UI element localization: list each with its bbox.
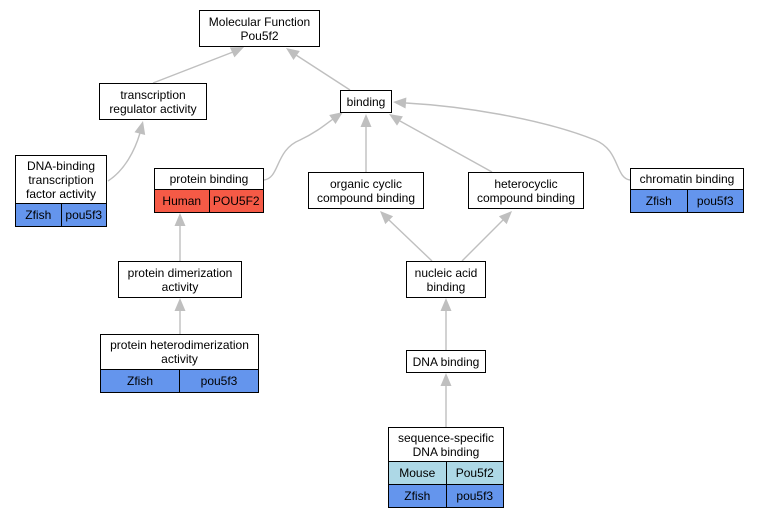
edge-binding-to-mf-arrowhead — [286, 48, 300, 60]
node-dna-binding[interactable]: DNA binding — [406, 350, 486, 373]
node-label: protein dimerization activity — [119, 262, 241, 297]
label-line: activity — [161, 352, 198, 366]
label-line: activity — [161, 279, 199, 294]
edge-cb-to-binding — [405, 102, 631, 181]
edge-ssdb-to-dnab-arrowhead — [440, 373, 452, 386]
label-line: Pou5f2 — [240, 28, 279, 43]
label-line: DNA-binding — [26, 158, 96, 173]
node-label: Molecular Function Pou5f2 — [200, 11, 319, 46]
node-label: DNA-binding transcription factor activit… — [16, 156, 106, 203]
node-label: transcription regulator activity — [100, 84, 206, 119]
node-chromatin-binding[interactable]: chromatin binding Zfish pou5f3 — [630, 168, 744, 213]
node-binding[interactable]: binding — [340, 90, 392, 113]
node-protein-dimerization-activity[interactable]: protein dimerization activity — [118, 261, 242, 298]
edge-hcb-to-binding — [399, 120, 493, 173]
label-line: protein dimerization — [127, 265, 233, 280]
edge-nab-to-ocb — [388, 219, 433, 262]
node-label: sequence-specific DNA binding — [389, 428, 503, 461]
label-line: transcription — [120, 87, 186, 102]
species-cell: Zfish — [645, 194, 672, 208]
gene-cell: pou5f3 — [60, 204, 107, 226]
node-sequence-specific-dna-binding[interactable]: sequence-specific DNA binding Mouse Pou5… — [388, 427, 504, 508]
species-cell: Zfish — [25, 208, 52, 222]
node-label: DNA binding — [407, 351, 485, 372]
label-line: binding — [426, 279, 466, 294]
node-organic-cyclic-compound-binding[interactable]: organic cyclic compound binding — [308, 172, 424, 209]
species-row-zfish: Zfish pou5f3 — [631, 189, 743, 212]
gene-cell: POU5F2 — [208, 190, 264, 212]
label-line: compound binding — [316, 190, 416, 205]
label-line: DNA binding — [412, 354, 480, 369]
edge-dnab-to-nab-arrowhead — [440, 298, 452, 311]
species-row-human: Human POU5F2 — [155, 189, 263, 212]
edge-nab-to-hcb-arrowhead — [498, 211, 512, 225]
edge-hcb-to-binding-arrowhead — [389, 114, 403, 126]
node-nucleic-acid-binding[interactable]: nucleic acid binding — [406, 261, 486, 298]
edge-binding-to-mf — [295, 54, 351, 91]
node-label: binding — [341, 91, 391, 112]
node-molecular-function[interactable]: Molecular Function Pou5f2 — [199, 10, 320, 47]
edge-dbtf-to-tra-arrowhead — [134, 121, 146, 135]
node-protein-heterodimerization-activity[interactable]: protein heterodimerization activity Zfis… — [100, 334, 259, 393]
node-heterocyclic-compound-binding[interactable]: heterocyclic compound binding — [468, 172, 584, 209]
species-cell: Human — [162, 194, 202, 208]
label-line: protein binding — [169, 172, 249, 186]
edge-cb-to-binding-arrowhead — [393, 97, 407, 109]
edge-tra-to-mf — [152, 51, 234, 84]
species-cell: Zfish — [126, 374, 153, 388]
edge-pda-to-pb-arrowhead — [174, 213, 186, 226]
species-row-zfish: Zfish pou5f3 — [101, 369, 258, 392]
label-line: heterocyclic — [494, 176, 558, 191]
label-line: sequence-specific — [397, 430, 495, 445]
species-row-zfish: Zfish pou5f3 — [389, 484, 503, 507]
label-line: DNA binding — [412, 444, 480, 459]
label-line: transcription — [28, 172, 94, 187]
node-label: chromatin binding — [631, 169, 743, 189]
label-line: binding — [346, 94, 386, 109]
edge-phda-to-pda-arrowhead — [174, 298, 186, 311]
node-protein-binding[interactable]: protein binding Human POU5F2 — [154, 168, 264, 213]
label-line: nucleic acid — [414, 265, 478, 280]
species-cell: Zfish — [404, 489, 431, 503]
node-dna-binding-transcription-factor-activity[interactable]: DNA-binding transcription factor activit… — [15, 155, 107, 227]
node-label: organic cyclic compound binding — [309, 173, 423, 208]
gene-cell: Pou5f2 — [445, 462, 504, 484]
gene-cell: pou5f3 — [686, 190, 744, 212]
edge-nab-to-ocb-arrowhead — [380, 211, 394, 225]
species-row-mouse: Mouse Pou5f2 — [389, 461, 503, 484]
edge-tra-to-mf-arrowhead — [229, 47, 244, 58]
edge-pb-to-binding-arrowhead — [329, 112, 343, 124]
label-line: organic cyclic — [329, 176, 403, 191]
label-line: factor activity — [25, 186, 97, 201]
label-line: protein heterodimerization — [110, 338, 249, 352]
edge-nab-to-hcb — [461, 219, 504, 262]
label-line: chromatin binding — [639, 172, 735, 186]
node-transcription-regulator-activity[interactable]: transcription regulator activity — [99, 83, 207, 120]
edge-dbtf-to-tra — [107, 132, 141, 182]
node-label: protein heterodimerization activity — [101, 335, 258, 369]
species-row-zfish: Zfish pou5f3 — [16, 203, 106, 226]
edge-pb-to-binding — [263, 118, 334, 181]
label-line: compound binding — [476, 190, 576, 205]
species-cell: Mouse — [399, 466, 436, 480]
gene-cell: pou5f3 — [445, 485, 504, 507]
gene-cell: pou5f3 — [179, 370, 258, 392]
label-line: Molecular Function — [208, 14, 311, 29]
label-line: regulator activity — [109, 101, 197, 116]
node-label: heterocyclic compound binding — [469, 173, 583, 208]
edge-ocb-to-binding-arrowhead — [360, 114, 372, 127]
node-label: nucleic acid binding — [407, 262, 485, 297]
node-label: protein binding — [155, 169, 263, 189]
